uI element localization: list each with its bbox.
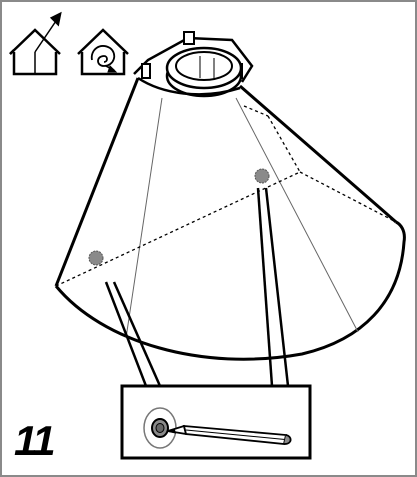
pencil-icon — [167, 424, 292, 445]
step-number: 11 — [14, 417, 56, 464]
house-exhaust-outlet-icon — [9, 11, 62, 76]
drill-hole-marker-left — [88, 250, 104, 266]
house-recirculation-icon — [77, 28, 129, 76]
callout-leader-lines — [104, 187, 290, 387]
drill-hole-marker-right — [254, 168, 270, 184]
hood-cone-body — [54, 76, 406, 361]
hood-outlet-collar — [133, 31, 254, 98]
detail-callout-box — [120, 384, 312, 460]
